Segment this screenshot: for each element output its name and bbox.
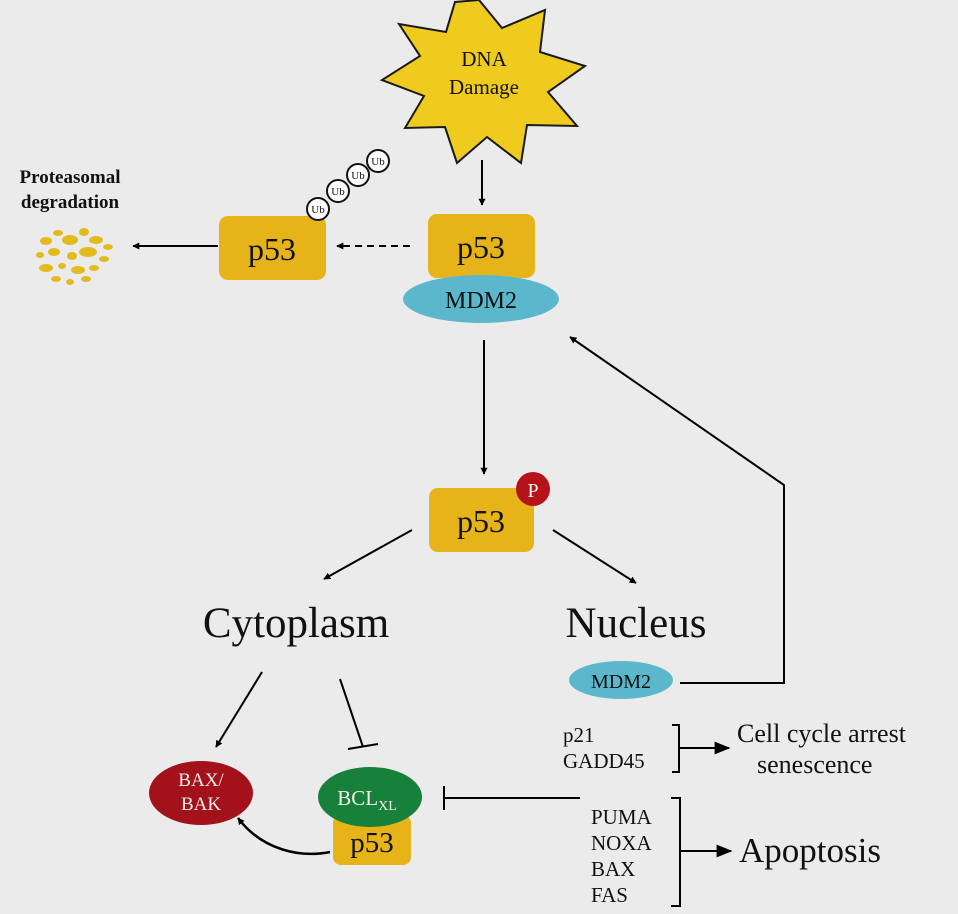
mdm2-nuclear-node: MDM2 [569, 661, 673, 699]
apoptosis-gene: PUMA [591, 805, 653, 829]
nucleus-label: Nucleus [566, 600, 707, 647]
phosphate-label: P [527, 480, 538, 502]
p53-complex-label: p53 [457, 229, 505, 265]
p53-bcl-label: p53 [350, 827, 394, 859]
arrow-to-cytoplasm [323, 529, 413, 580]
p53-mdm2-complex: p53 MDM2 [403, 214, 559, 323]
ub-label: Ub [371, 156, 385, 168]
arrest-gene: p21 [563, 723, 595, 747]
ub-icon [366, 149, 390, 173]
apoptosis-gene: BAX [591, 857, 635, 881]
bcl-xl-p53-complex: p53 BCLXL [318, 767, 422, 865]
inhibit-cytoplasm-to-bcl [339, 678, 364, 748]
arrow-p53-to-bax-bak [237, 817, 331, 856]
phosphate-badge [516, 472, 550, 506]
apoptosis-gene: FAS [591, 883, 628, 907]
bax-bak-node: BAX/ BAK [149, 761, 253, 825]
ubiquitin-chain: Ub Ub Ub Ub [306, 149, 390, 221]
degradation-debris-icon [36, 228, 113, 285]
bax-bak-label-line2: BAK [181, 794, 221, 815]
inhibit-cytoplasm-to-bcl-bar [347, 743, 379, 750]
arrow-to-nucleus [552, 529, 637, 584]
cytoplasm-label: Cytoplasm [203, 600, 389, 647]
dna-damage-burst: DNA Damage [379, 0, 588, 165]
ub-label: Ub [331, 186, 345, 198]
proteasomal-label-line1: Proteasomal [20, 167, 121, 188]
mdm2-complex-label: MDM2 [445, 288, 517, 314]
cell-cycle-arrest-label-line2: senescence [757, 750, 872, 779]
ub-icon [326, 179, 350, 203]
apoptosis-genes-bracket [671, 797, 681, 907]
bcl-xl-main: BCL [337, 786, 378, 810]
bcl-xl-subscript: XL [378, 799, 397, 814]
arrest-genes-bracket [672, 724, 680, 773]
dna-damage-label-line2: Damage [449, 75, 519, 99]
p53-ubiquitinated-label: p53 [248, 231, 296, 267]
ub-label: Ub [311, 204, 325, 216]
mdm2-nuclear-label: MDM2 [591, 671, 651, 693]
mdm2-complex-node [403, 275, 559, 323]
cell-cycle-arrest-label-line1: Cell cycle arrest [737, 719, 907, 748]
dna-damage-label-line1: DNA [461, 47, 507, 71]
p53-ubiquitinated-node: p53 [219, 216, 326, 280]
apoptosis-label: Apoptosis [739, 831, 881, 870]
ub-icon [346, 163, 370, 187]
arrest-gene: GADD45 [563, 749, 645, 773]
p53-phosphorylated-label: p53 [457, 503, 505, 539]
bcl-xl-label: BCLXL [337, 786, 397, 814]
ub-label: Ub [351, 170, 365, 182]
p53-complex-node [428, 214, 535, 278]
apoptosis-gene: NOXA [591, 831, 652, 855]
arrow-mdm2-feedback [569, 336, 785, 684]
proteasomal-label-line2: degradation [21, 192, 120, 213]
ub-icon [306, 197, 330, 221]
bcl-xl-node [318, 767, 422, 827]
p53-phosphorylated-node: p53 P [429, 472, 550, 552]
bax-bak-label-line1: BAX/ [178, 770, 224, 791]
arrow-cytoplasm-to-bax-bak [215, 671, 263, 748]
p53-bcl-node [333, 815, 411, 865]
